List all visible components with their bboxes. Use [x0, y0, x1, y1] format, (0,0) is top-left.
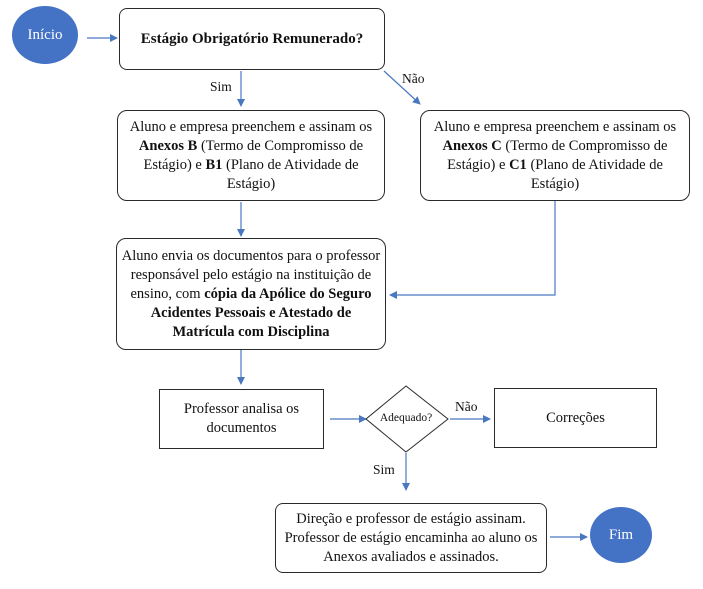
- annex-b-strong: Anexos B: [138, 137, 198, 154]
- annex-b1-strong: B1: [205, 156, 223, 173]
- annex-c-strong: Anexos C: [442, 137, 502, 154]
- arrow-question-to-c: [383, 70, 421, 105]
- corrections-label: Correções: [546, 409, 605, 426]
- corrections-box: Correções: [494, 388, 657, 448]
- decision-diamond: [365, 385, 449, 453]
- end-label: Fim: [608, 526, 634, 543]
- final-box: Direção e professor de estágio assinam. …: [275, 503, 547, 573]
- annex-b-box: Aluno e empresa preenchem e assinam os A…: [117, 110, 385, 201]
- send-documents-strong: cópia da Apólice do Seguro Acidentes Pes…: [150, 285, 372, 340]
- end-node: Fim: [590, 507, 652, 563]
- send-documents-box: Aluno envia os documentos para o profess…: [116, 238, 386, 350]
- decision-yes-label: Sim: [373, 462, 395, 477]
- branch-no-label: Não: [402, 71, 425, 86]
- arrow-c-to-send: [389, 201, 556, 299]
- send-documents-text: Aluno envia os documentos para o profess…: [121, 247, 381, 340]
- start-node: Início: [12, 6, 78, 64]
- branch-yes-label: Sim: [210, 79, 232, 94]
- annex-b-text: Aluno e empresa preenchem e assinam os A…: [129, 118, 373, 192]
- annex-c-text: Aluno e empresa preenchem e assinam os A…: [433, 118, 677, 192]
- decision-no-label: Não: [455, 399, 478, 414]
- annex-c1-strong: C1: [509, 156, 527, 173]
- final-label: Direção e professor de estágio assinam. …: [284, 510, 538, 565]
- start-label: Início: [27, 26, 63, 43]
- annex-c-box: Aluno e empresa preenchem e assinam os A…: [420, 110, 690, 201]
- analyze-box: Professor analisa os documentos: [159, 389, 324, 449]
- question-box: Estágio Obrigatório Remunerado?: [119, 8, 385, 70]
- decision-label: Adequado?: [379, 412, 433, 424]
- analyze-label: Professor analisa os documentos: [183, 401, 300, 436]
- question-label: Estágio Obrigatório Remunerado?: [140, 30, 364, 47]
